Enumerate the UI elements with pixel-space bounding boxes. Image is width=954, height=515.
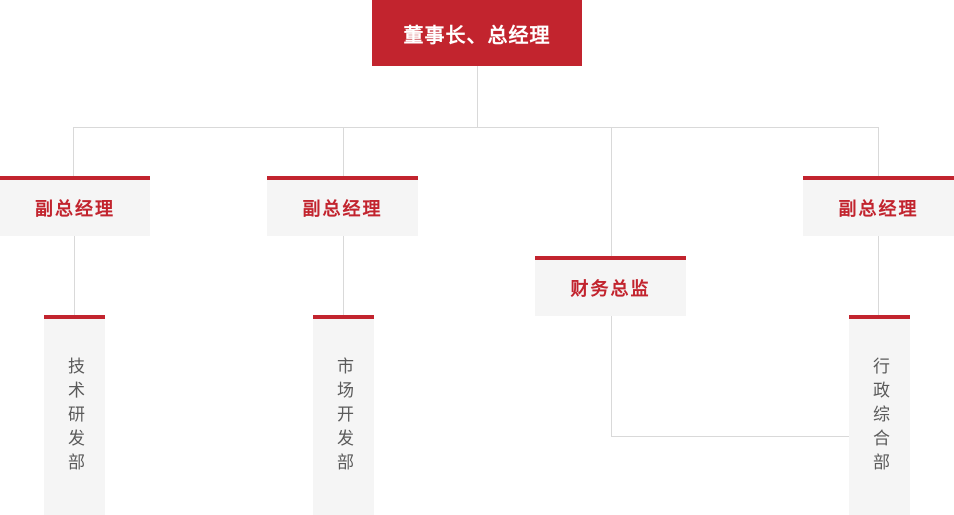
connector-finance-to-admin (611, 436, 849, 437)
connector-deputy1-to-tech (74, 236, 75, 315)
node-market-dev-dept: 市场开发部 (313, 315, 374, 515)
connector-level2-hline (73, 127, 879, 128)
connector-finance-down (611, 316, 612, 436)
node-chairman-gm-label: 董事长、总经理 (403, 24, 551, 47)
connector-drop-deputy-2 (343, 127, 344, 176)
node-admin-general-dept: 行政综合部 (849, 315, 910, 515)
connector-deputy3-to-admin (878, 236, 879, 315)
node-deputy-gm-1-label: 副总经理 (35, 199, 115, 219)
connector-deputy2-to-market (343, 236, 344, 315)
connector-drop-finance (611, 127, 612, 256)
node-deputy-gm-2: 副总经理 (267, 176, 418, 236)
node-finance-director: 财务总监 (535, 256, 686, 316)
node-tech-rd-dept-label: 技术研发部 (65, 357, 84, 477)
node-deputy-gm-2-label: 副总经理 (302, 199, 383, 219)
connector-drop-deputy-3 (878, 127, 879, 176)
node-admin-general-dept-label: 行政综合部 (870, 357, 889, 477)
node-chairman-gm: 董事长、总经理 (372, 0, 582, 66)
node-market-dev-dept-label: 市场开发部 (334, 357, 353, 477)
connector-root-stem (477, 66, 478, 127)
node-deputy-gm-3: 副总经理 (803, 176, 954, 236)
node-finance-director-label: 财务总监 (570, 279, 651, 299)
connector-drop-deputy-1 (73, 127, 74, 176)
node-deputy-gm-3-label: 副总经理 (838, 199, 919, 219)
node-tech-rd-dept: 技术研发部 (44, 315, 105, 515)
node-deputy-gm-1: 副总经理 (0, 176, 150, 236)
